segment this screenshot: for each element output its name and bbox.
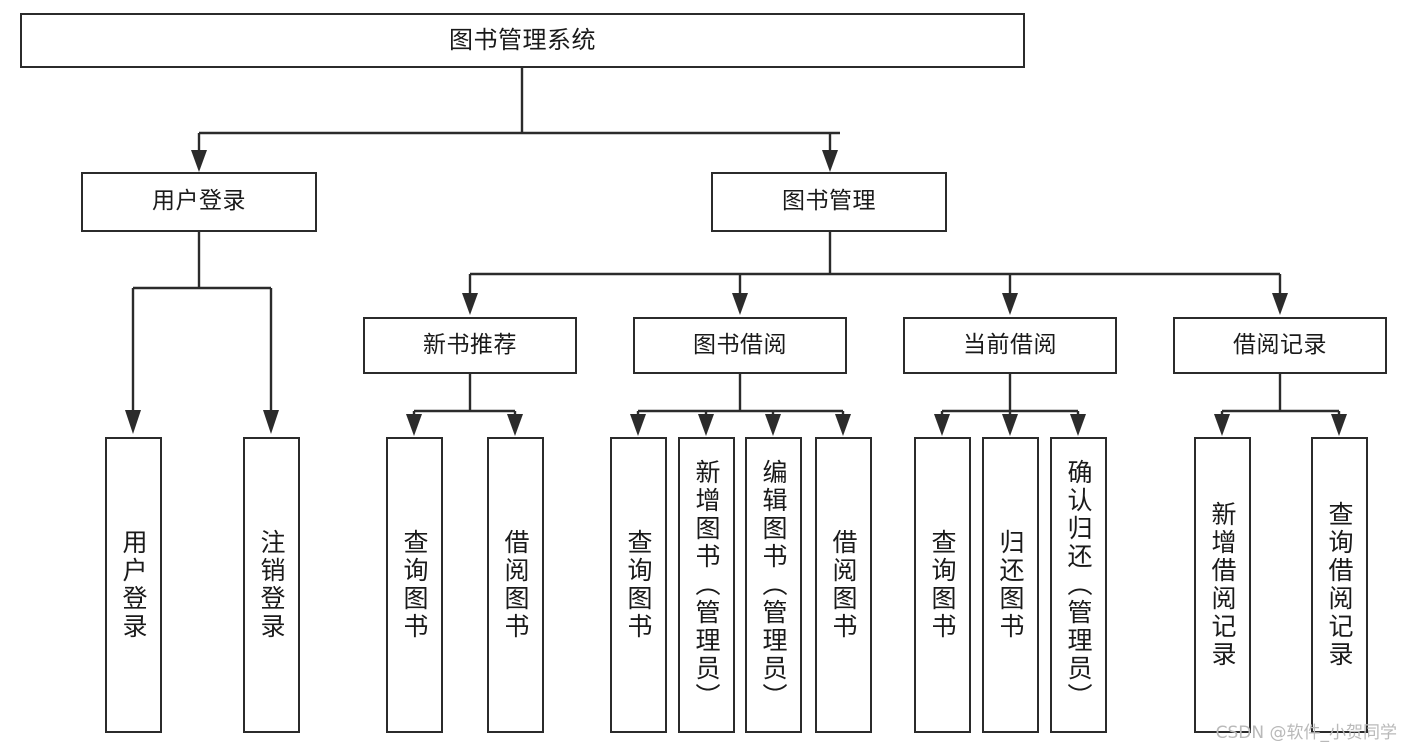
csdn-watermark: CSDN @软件_小贺同学 xyxy=(1215,723,1397,743)
node-leaf-query-book-recommend[interactable]: 查询图书 xyxy=(386,437,443,733)
node-leaf-add-borrow-record[interactable]: 新增借阅记录 xyxy=(1194,437,1251,733)
node-leaf-query-book-current[interactable]: 查询图书 xyxy=(914,437,971,733)
node-book-management[interactable]: 图书管理 xyxy=(711,172,947,232)
node-label: 图书借阅 xyxy=(693,331,787,358)
node-label: 图书管理系统 xyxy=(449,26,596,55)
node-label: 确认归还（管理员） xyxy=(1064,459,1093,711)
node-leaf-query-book-borrow[interactable]: 查询图书 xyxy=(610,437,667,733)
node-label: 借阅记录 xyxy=(1233,331,1327,358)
node-leaf-borrow-book[interactable]: 借阅图书 xyxy=(815,437,872,733)
node-label: 新增图书（管理员） xyxy=(692,459,721,711)
node-label: 归还图书 xyxy=(996,529,1025,641)
node-leaf-query-borrow-record[interactable]: 查询借阅记录 xyxy=(1311,437,1368,733)
node-leaf-borrow-book-recommend[interactable]: 借阅图书 xyxy=(487,437,544,733)
node-label: 查询图书 xyxy=(624,529,653,641)
node-leaf-return-book[interactable]: 归还图书 xyxy=(982,437,1039,733)
node-current-borrow[interactable]: 当前借阅 xyxy=(903,317,1117,374)
node-label: 查询图书 xyxy=(928,529,957,641)
node-label: 查询借阅记录 xyxy=(1325,501,1354,669)
node-label: 新书推荐 xyxy=(423,331,517,358)
node-label: 编辑图书（管理员） xyxy=(759,459,788,711)
node-leaf-edit-book-admin[interactable]: 编辑图书（管理员） xyxy=(745,437,802,733)
node-label: 查询图书 xyxy=(400,529,429,641)
node-borrow-record[interactable]: 借阅记录 xyxy=(1173,317,1387,374)
node-label: 用户登录 xyxy=(152,188,246,215)
node-leaf-logout[interactable]: 注销登录 xyxy=(243,437,300,733)
node-label: 当前借阅 xyxy=(963,331,1057,358)
node-leaf-add-book-admin[interactable]: 新增图书（管理员） xyxy=(678,437,735,733)
node-label: 新增借阅记录 xyxy=(1208,501,1237,669)
node-label: 图书管理 xyxy=(782,188,876,215)
node-label: 用户登录 xyxy=(119,529,148,641)
node-label: 借阅图书 xyxy=(501,529,530,641)
node-label: 注销登录 xyxy=(257,529,286,641)
node-label: 借阅图书 xyxy=(829,529,858,641)
node-user-login[interactable]: 用户登录 xyxy=(81,172,317,232)
node-new-book-recommend[interactable]: 新书推荐 xyxy=(363,317,577,374)
node-leaf-confirm-return-admin[interactable]: 确认归还（管理员） xyxy=(1050,437,1107,733)
node-book-borrow[interactable]: 图书借阅 xyxy=(633,317,847,374)
node-leaf-user-login[interactable]: 用户登录 xyxy=(105,437,162,733)
node-root-book-management-system[interactable]: 图书管理系统 xyxy=(20,13,1025,68)
